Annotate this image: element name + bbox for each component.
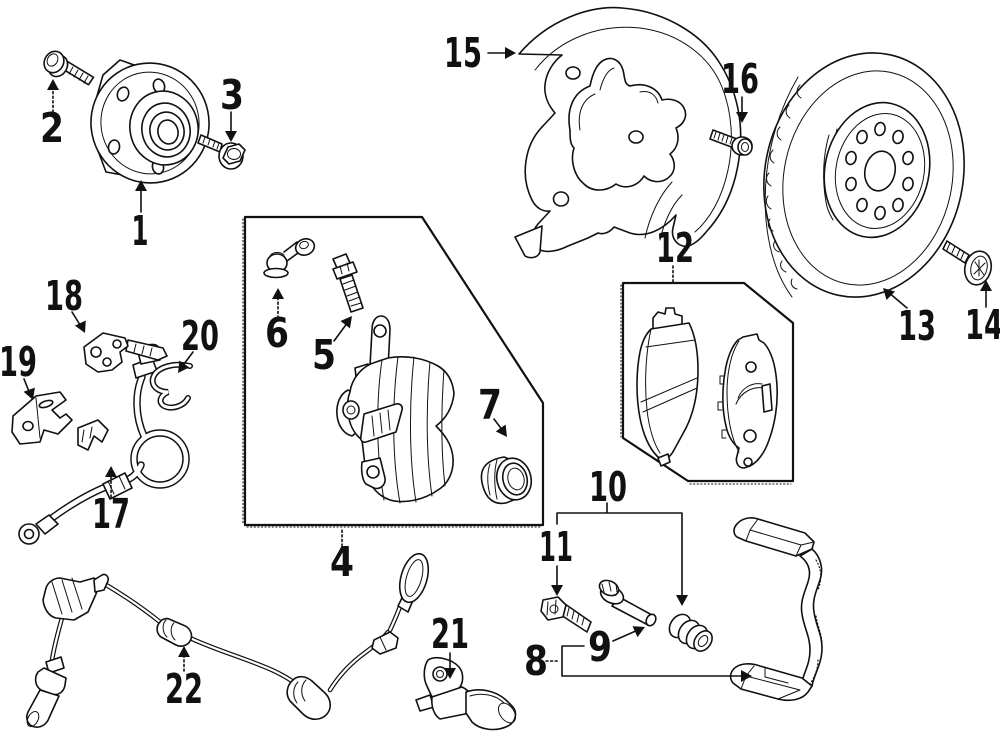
callout-2-label[interactable]: 2 <box>40 104 64 152</box>
caliper-mount-bracket-drawing <box>729 517 823 702</box>
callout-15-label[interactable]: 15 <box>444 29 482 77</box>
callout-11[interactable]: 11 <box>539 523 573 596</box>
retainer-clip-drawing <box>149 361 193 411</box>
callout-12[interactable]: 12 <box>656 224 694 283</box>
hub-flange-bolt-drawing <box>197 134 246 170</box>
callout-19[interactable]: 19 <box>0 338 39 402</box>
brake-pad-inner-drawing <box>717 333 778 469</box>
hose-bracket-lower-drawing <box>11 391 109 451</box>
bracket-mount-bolt-drawing <box>540 596 592 633</box>
callout-10-label[interactable]: 10 <box>589 463 627 511</box>
callout-9[interactable]: 9 <box>588 622 648 671</box>
hub-bearing-assembly-drawing <box>90 59 210 184</box>
callout-21[interactable]: 21 <box>431 610 469 679</box>
callout-18-label[interactable]: 18 <box>45 272 83 320</box>
banjo-bolt-drawing <box>332 253 364 313</box>
caliper-body-drawing <box>336 315 455 504</box>
callout-20-label[interactable]: 20 <box>181 312 219 360</box>
callout-8-label[interactable]: 8 <box>524 637 548 685</box>
callout-5[interactable]: 5 <box>312 312 357 379</box>
callout-11-label[interactable]: 11 <box>539 523 573 571</box>
callout-18[interactable]: 18 <box>45 272 90 336</box>
callout-9-label[interactable]: 9 <box>588 623 612 671</box>
callout-2[interactable]: 2 <box>40 79 64 152</box>
callout-13[interactable]: 13 <box>879 284 936 350</box>
callout-20[interactable]: 20 <box>173 312 219 376</box>
caliper-assembly-box-drawing <box>242 215 545 528</box>
callout-14[interactable]: 14 <box>965 280 1000 349</box>
bleeder-valve-drawing <box>263 238 316 279</box>
callout-1-label[interactable]: 1 <box>132 207 149 255</box>
rotor-set-screw-drawing <box>942 240 993 286</box>
callout-7-label[interactable]: 7 <box>478 381 502 429</box>
callout-8[interactable]: 8 <box>524 637 752 685</box>
callout-1[interactable]: 1 <box>132 180 149 255</box>
caliper-piston-drawing <box>480 456 533 505</box>
callout-16[interactable]: 16 <box>721 55 759 123</box>
hub-mount-bolt-drawing <box>43 50 95 86</box>
callout-3[interactable]: 3 <box>220 71 244 142</box>
splash-shield-drawing <box>514 6 742 259</box>
shield-bolt-drawing <box>709 129 753 156</box>
callout-14-label[interactable]: 14 <box>965 301 1000 349</box>
callout-19-label[interactable]: 19 <box>0 338 37 386</box>
hose-bracket-upper-drawing <box>83 332 168 373</box>
callout-10[interactable]: 10 <box>556 463 688 606</box>
callout-13-label[interactable]: 13 <box>898 302 936 350</box>
callout-12-label[interactable]: 12 <box>656 224 694 272</box>
guide-pin-bushing-drawing <box>668 613 713 652</box>
callout-15[interactable]: 15 <box>444 29 516 77</box>
brake-rotor-drawing <box>763 52 965 298</box>
callouts: 1 2 3 4 5 6 7 8 <box>0 29 1000 713</box>
callout-5-label[interactable]: 5 <box>312 331 336 379</box>
callout-6-label[interactable]: 6 <box>265 309 289 357</box>
brake-hose-drawing <box>18 343 190 545</box>
guide-pin-drawing <box>598 579 657 627</box>
abs-sensor-drawing <box>415 657 517 731</box>
callout-16-label[interactable]: 16 <box>721 55 759 103</box>
callout-22[interactable]: 22 <box>165 646 203 713</box>
callout-7[interactable]: 7 <box>478 381 512 440</box>
callout-17-label[interactable]: 17 <box>92 490 130 538</box>
abs-harness-drawing <box>26 552 430 728</box>
brake-pad-outer-drawing <box>636 307 699 467</box>
callout-6[interactable]: 6 <box>265 288 289 357</box>
callout-4-label[interactable]: 4 <box>330 538 354 586</box>
callout-4[interactable]: 4 <box>330 527 354 586</box>
brake-pad-set-box-drawing <box>620 281 795 485</box>
callout-21-label[interactable]: 21 <box>431 610 469 658</box>
callout-17[interactable]: 17 <box>92 466 130 538</box>
callout-3-label[interactable]: 3 <box>220 71 244 119</box>
callout-22-label[interactable]: 22 <box>165 665 203 713</box>
